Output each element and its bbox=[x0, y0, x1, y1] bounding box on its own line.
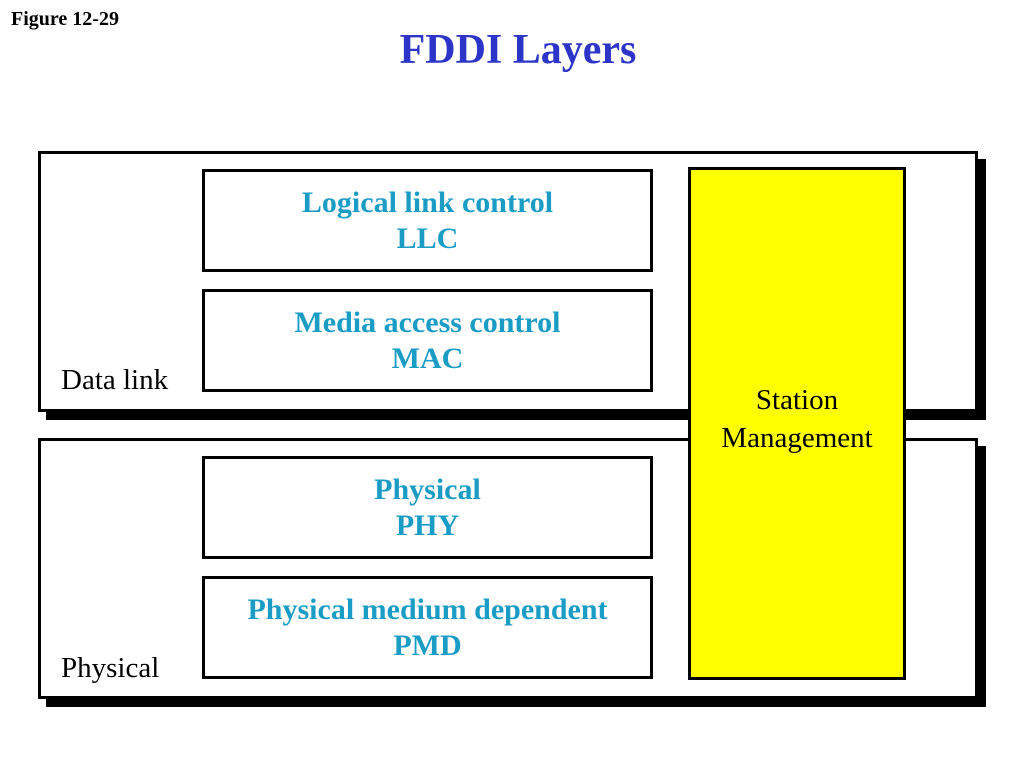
figure-label: Figure 12-29 bbox=[11, 8, 119, 30]
llc-sublayer-box: Logical link control LLC bbox=[202, 169, 653, 272]
pmd-abbr: PMD bbox=[393, 628, 462, 662]
phy-name: Physical bbox=[374, 472, 481, 506]
llc-abbr: LLC bbox=[396, 221, 459, 255]
mac-sublayer-box: Media access control MAC bbox=[202, 289, 653, 392]
phy-abbr: PHY bbox=[395, 508, 460, 542]
llc-name: Logical link control bbox=[301, 185, 554, 219]
pmd-name: Physical medium dependent bbox=[247, 592, 608, 626]
station-management-line2: Management bbox=[721, 421, 873, 454]
mac-name: Media access control bbox=[294, 305, 561, 339]
physical-layer-label: Physical bbox=[61, 652, 160, 684]
page-title: FDDI Layers bbox=[399, 27, 637, 73]
mac-abbr: MAC bbox=[391, 341, 464, 375]
station-management-box: Station Management bbox=[688, 167, 906, 680]
data-link-layer-label: Data link bbox=[61, 364, 169, 396]
pmd-sublayer-box: Physical medium dependent PMD bbox=[202, 576, 653, 679]
phy-sublayer-box: Physical PHY bbox=[202, 456, 653, 559]
station-management-line1: Station bbox=[755, 383, 839, 416]
